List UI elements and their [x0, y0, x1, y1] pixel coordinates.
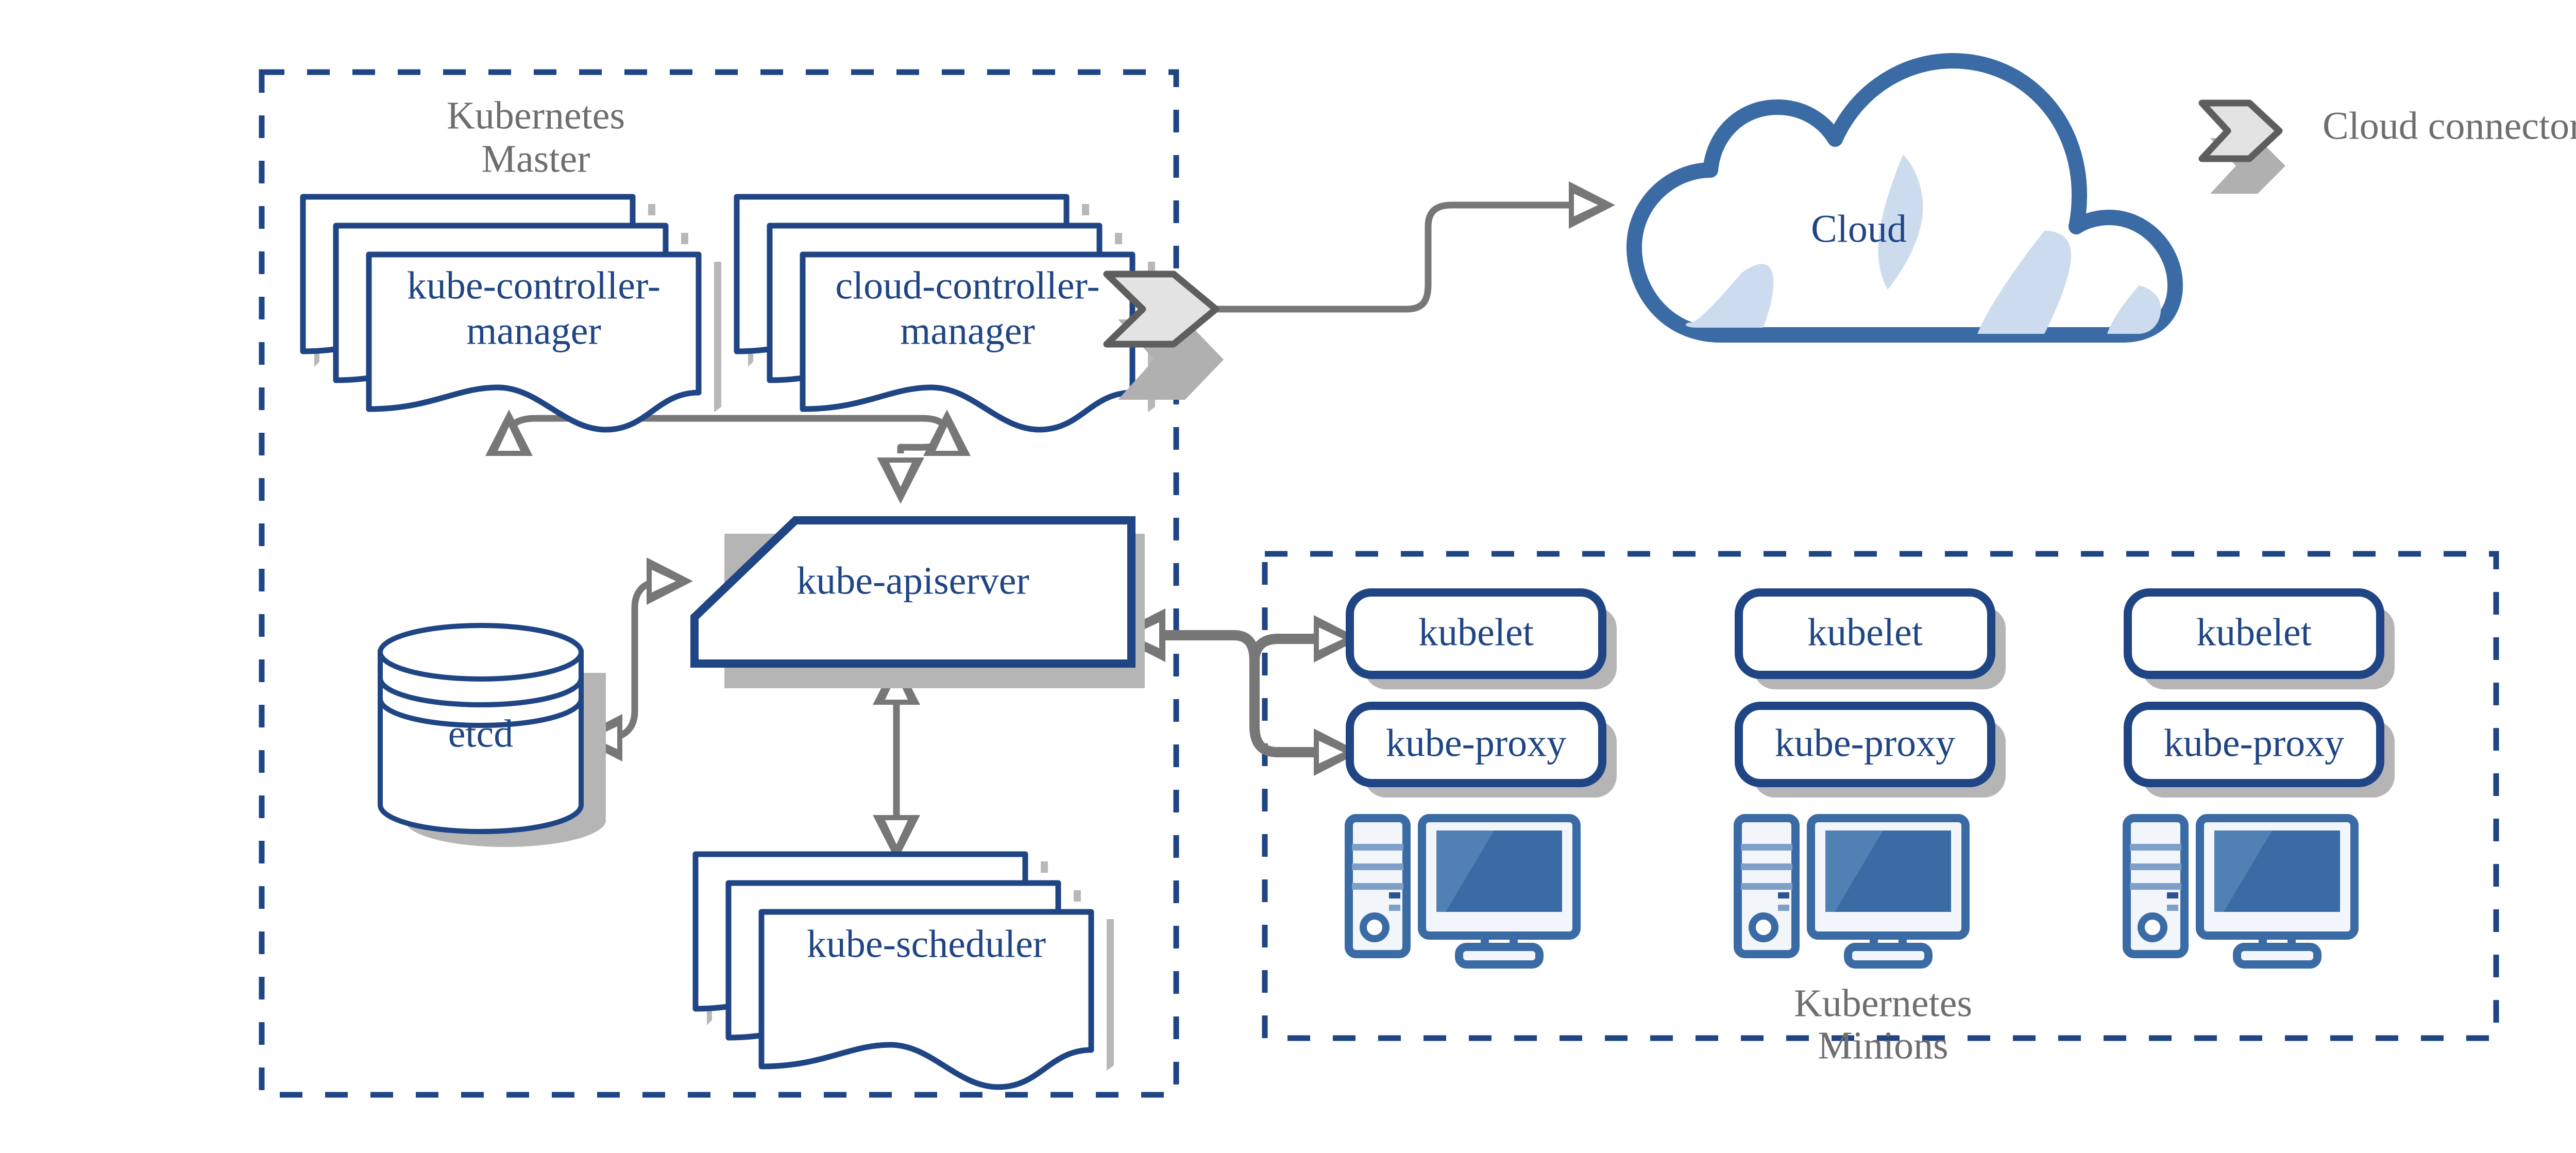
legend-cloud-connector: Cloud connector — [2198, 99, 2576, 194]
arrowhead-right-kubeproxy — [1314, 728, 1360, 776]
connector-apiserver-scheduler — [873, 658, 920, 861]
kube-controller-manager-label-line1: kube-controller- — [407, 264, 660, 307]
kubelet-box-3[interactable]: kubelet — [2124, 588, 2395, 689]
kube-proxy-label-3: kube-proxy — [2164, 721, 2344, 765]
minion-node-2: kubelet kube-proxy — [1734, 588, 2006, 969]
cloud-label: Cloud — [1811, 207, 1907, 250]
node-cloud-controller-manager[interactable]: cloud-controller- manager — [737, 197, 1155, 430]
kube-apiserver-label: kube-apiserver — [796, 559, 1029, 602]
kubernetes-minions-group-label: Kubernetes Minions — [1794, 981, 1972, 1067]
cloud-controller-manager-label-line2: manager — [900, 309, 1035, 352]
connector-cloudconnector-to-cloud — [1211, 181, 1615, 313]
node-kube-controller-manager[interactable]: kube-controller- manager — [303, 197, 721, 430]
arrowhead-right-cloud — [1569, 181, 1615, 229]
minions-label-line2: Minions — [1818, 1024, 1948, 1067]
arrowhead-right-kubelet — [1314, 615, 1360, 663]
kube-proxy-box-2[interactable]: kube-proxy — [1735, 702, 2006, 798]
computer-icon-2 — [1734, 814, 1970, 969]
arrowhead-up-kcm — [485, 410, 533, 456]
kubelet-label-3: kubelet — [2196, 611, 2312, 654]
minions-label-line1: Kubernetes — [1794, 981, 1972, 1025]
node-kube-apiserver[interactable]: kube-apiserver — [690, 516, 1145, 688]
minion-node-3: kubelet kube-proxy — [2123, 588, 2395, 969]
arrowhead-down-scheduler — [873, 815, 920, 861]
kubelet-box-2[interactable]: kubelet — [1735, 588, 2006, 689]
legend-cloud-connector-label: Cloud connector — [2323, 104, 2576, 147]
minion-node-1: kubelet kube-proxy — [1345, 588, 1617, 969]
legend-chevron-icon — [2198, 99, 2285, 194]
kubernetes-master-group-label: Kubernetes Master — [447, 94, 625, 180]
cloud-node[interactable]: Cloud — [1626, 53, 2183, 343]
kubernetes-master-boundary — [259, 69, 1179, 1098]
kube-proxy-label-2: kube-proxy — [1775, 721, 1955, 765]
connector-controllers-to-apiserver — [485, 410, 971, 504]
cloud-connector-icon — [1103, 270, 1224, 400]
kubelet-label-2: kubelet — [1807, 611, 1923, 654]
master-label-line1: Kubernetes — [447, 94, 625, 137]
kube-proxy-box-1[interactable]: kube-proxy — [1346, 702, 1617, 798]
kubelet-box-1[interactable]: kubelet — [1346, 588, 1617, 689]
node-kube-scheduler[interactable]: kube-scheduler — [696, 854, 1114, 1087]
arrowhead-right-apiserver — [647, 557, 693, 605]
etcd-label: etcd — [448, 712, 514, 755]
master-label-line2: Master — [481, 137, 590, 180]
kube-proxy-box-3[interactable]: kube-proxy — [2124, 702, 2395, 798]
arrowhead-up-ccm — [923, 410, 971, 456]
kubernetes-minions-boundary — [1262, 551, 2499, 1041]
kube-proxy-label-1: kube-proxy — [1386, 721, 1566, 765]
kube-scheduler-label: kube-scheduler — [807, 922, 1046, 965]
arrowhead-down-apiserver — [877, 457, 924, 504]
connector-apiserver-minions — [1113, 608, 1360, 776]
computer-icon-3 — [2123, 814, 2359, 969]
kube-controller-manager-label-line2: manager — [466, 309, 601, 352]
computer-icon-1 — [1345, 814, 1581, 969]
kubelet-label-1: kubelet — [1418, 611, 1534, 654]
node-etcd[interactable]: etcd — [378, 623, 606, 847]
cloud-controller-manager-label-line1: cloud-controller- — [835, 264, 1099, 307]
